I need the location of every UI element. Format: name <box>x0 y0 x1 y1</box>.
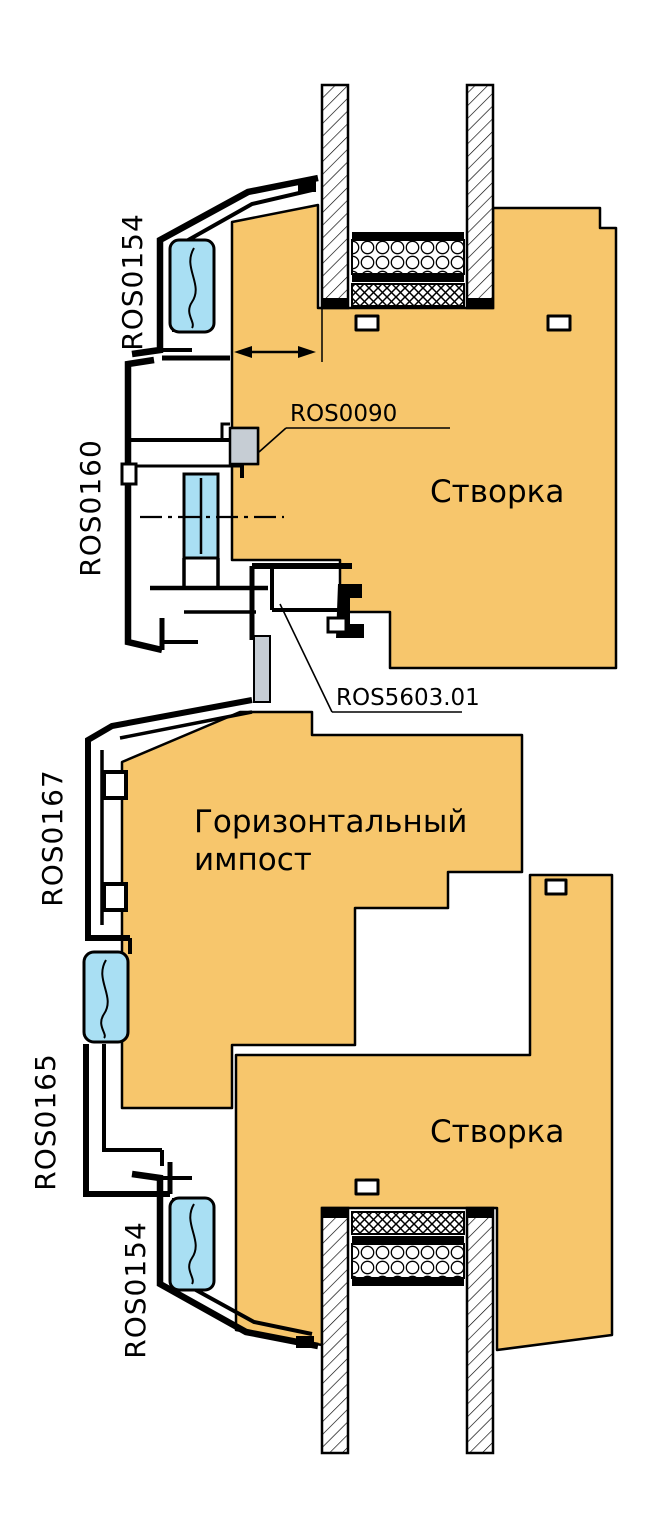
glazing-seal <box>351 283 465 307</box>
clip-hook <box>220 422 230 440</box>
label-sash-top: Створка <box>430 474 564 510</box>
label-ros0160: ROS0160 <box>74 439 107 577</box>
setting-block <box>322 1208 348 1218</box>
channel-inner <box>102 1044 162 1152</box>
setting-block <box>467 298 493 308</box>
clip <box>102 882 128 912</box>
profile-ros0154-top <box>131 174 319 358</box>
glass-pane <box>465 1206 495 1455</box>
arrowhead-right <box>298 346 316 358</box>
profile-ros0165 <box>82 950 173 1197</box>
leader-lines <box>258 427 462 713</box>
profile-ros0167 <box>85 697 253 954</box>
label-impost-line2: импост <box>194 842 312 878</box>
gasket-bottom <box>168 1196 216 1292</box>
profile-ros0154-bottom <box>131 1170 319 1350</box>
clip <box>120 462 138 486</box>
glass-unit-top <box>320 83 495 310</box>
spacer-bar <box>352 232 464 240</box>
label-ros0090: ROS0090 <box>290 401 397 427</box>
label-ros5603: ROS5603.01 <box>336 685 480 711</box>
spacer-bar <box>352 1278 464 1286</box>
groove <box>546 314 572 332</box>
gasket-squiggle <box>188 247 197 329</box>
cladding-nub <box>296 1336 314 1348</box>
label-ros0167: ROS0167 <box>36 769 69 907</box>
setting-block <box>322 298 348 308</box>
wood-profiles <box>120 203 618 1352</box>
label-ros0165: ROS0165 <box>29 1053 62 1191</box>
cladding-outer <box>131 174 319 358</box>
gasket-top <box>168 238 216 334</box>
outer-face <box>124 356 163 654</box>
label-impost-line1: Горизонтальный <box>194 804 467 840</box>
part-ros0090 <box>220 422 260 466</box>
glass-unit-bottom <box>320 1206 495 1455</box>
arrowhead-left <box>234 346 252 358</box>
dimension-arrow <box>234 298 323 362</box>
connector-ros5603 <box>249 563 364 703</box>
steel-bar <box>253 635 271 703</box>
groove <box>354 314 380 332</box>
groove <box>354 1178 380 1196</box>
impost-wood <box>120 710 524 1110</box>
leader-ros5603 <box>279 603 333 713</box>
hook-window <box>326 616 348 634</box>
glazing-seal <box>351 1211 465 1235</box>
cladding-nub <box>298 180 316 192</box>
spacer-bar <box>352 274 464 282</box>
setting-block <box>467 1208 493 1218</box>
gasket-legs <box>182 558 220 588</box>
channel <box>83 1044 170 1197</box>
glass-pane <box>465 83 495 310</box>
glass-pane <box>320 1206 350 1455</box>
groove <box>544 878 568 896</box>
outer-face <box>85 697 253 941</box>
spacer-desiccant <box>351 1243 465 1279</box>
spacer-bar <box>352 1236 464 1244</box>
label-ros0154-bottom: ROS0154 <box>119 1221 152 1359</box>
gasket-squiggle <box>100 959 109 1039</box>
label-sash-bottom: Створка <box>430 1114 564 1150</box>
steel-block <box>228 426 260 466</box>
clip <box>102 770 128 800</box>
label-ros0154-top: ROS0154 <box>116 213 149 351</box>
spacer-desiccant <box>351 239 465 275</box>
leader-ros0090 <box>258 427 287 453</box>
glass-pane <box>320 83 350 310</box>
gasket-lower <box>82 950 130 1044</box>
cladding-outer <box>131 1170 319 1350</box>
gasket-squiggle <box>188 1203 197 1285</box>
